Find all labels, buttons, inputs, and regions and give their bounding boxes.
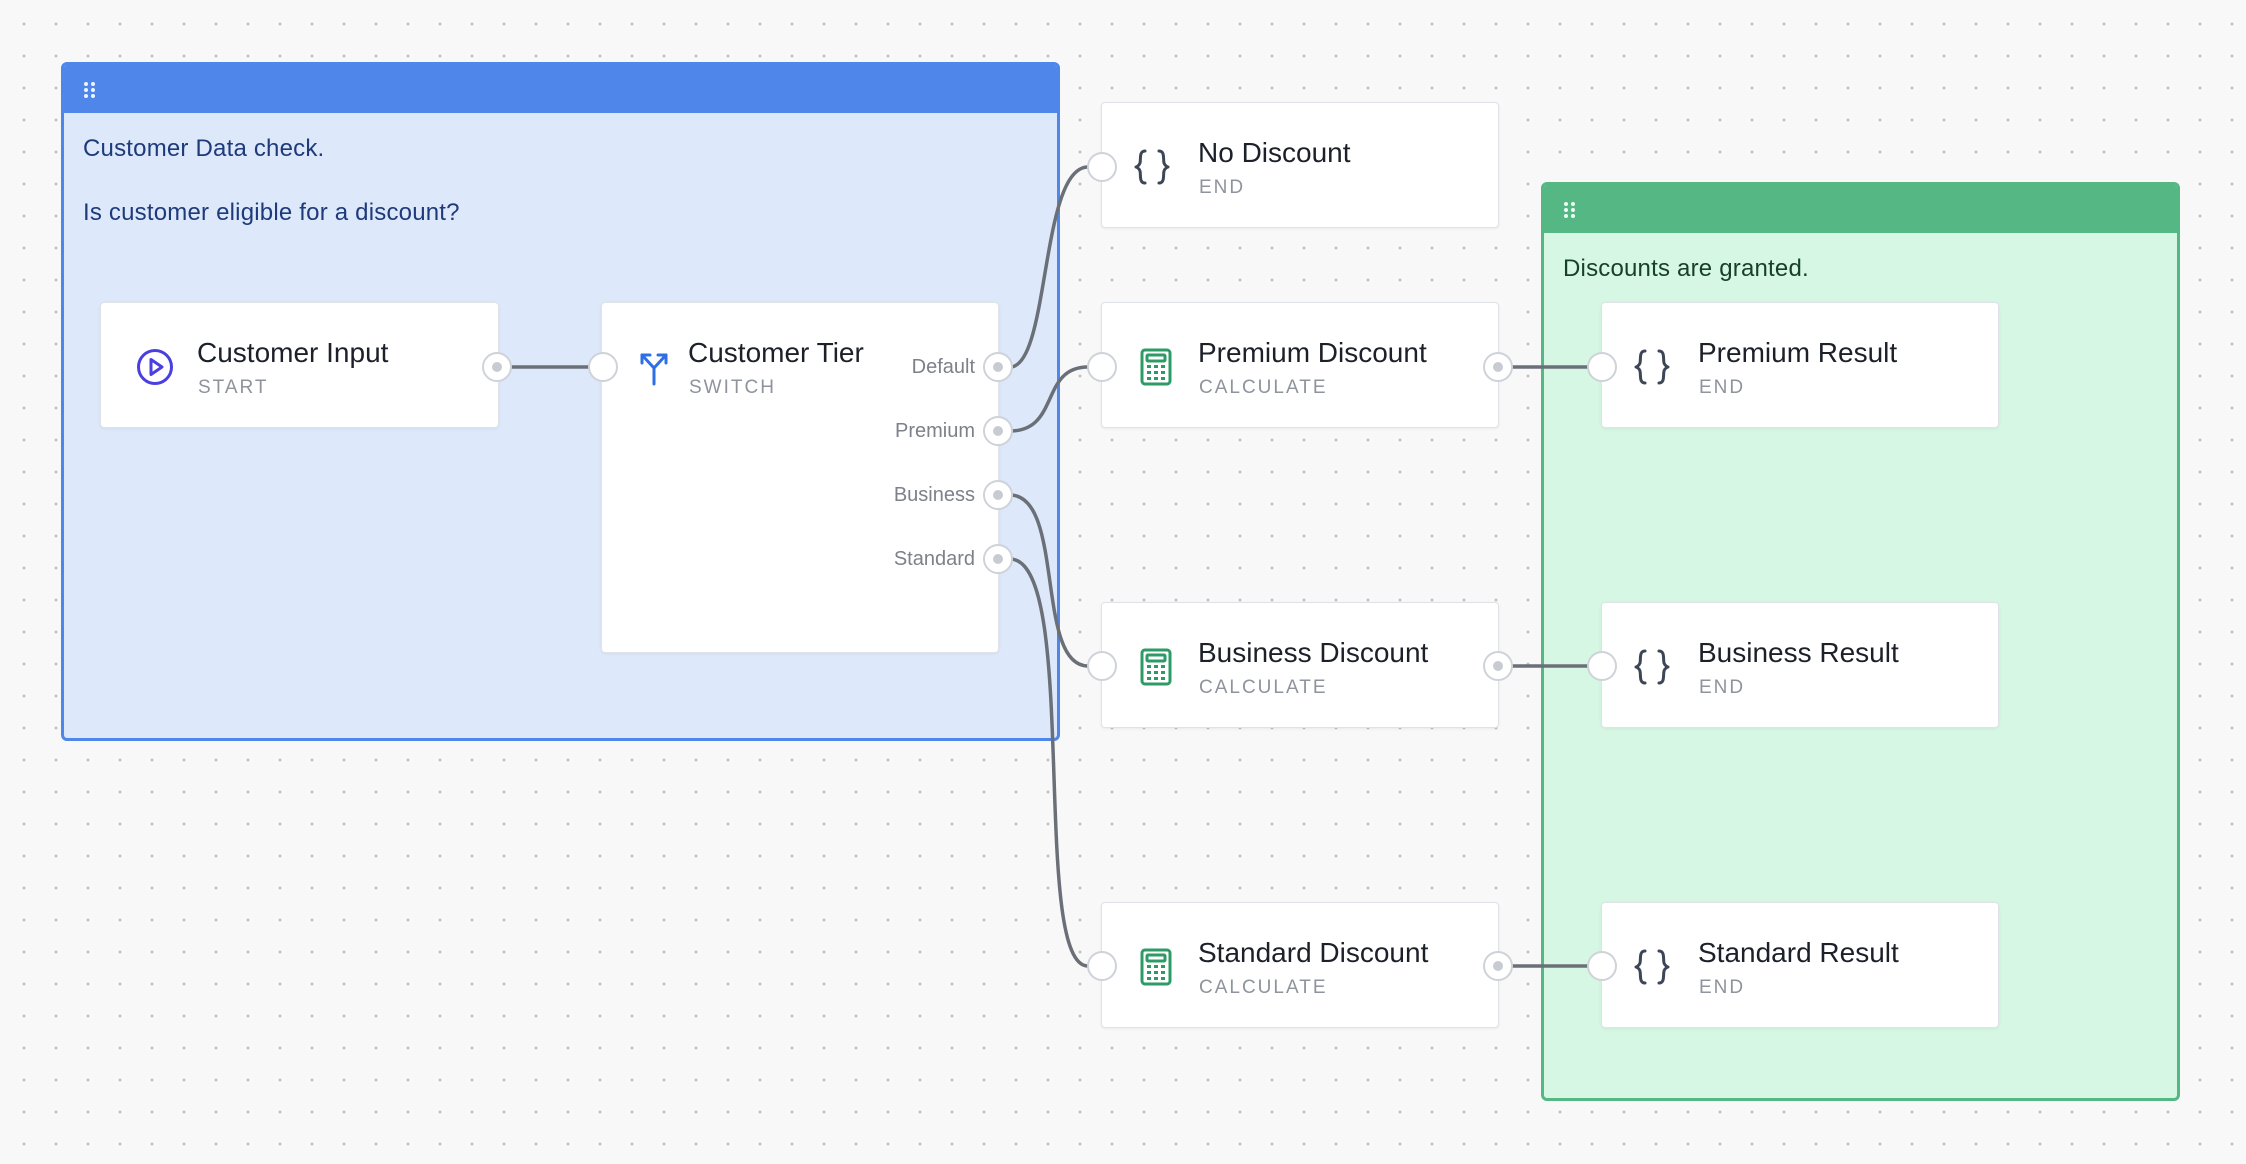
output-port-business[interactable] <box>983 480 1013 510</box>
output-port-default[interactable] <box>983 352 1013 382</box>
switch-case-standard: Standard <box>893 548 975 570</box>
node-customer-tier[interactable]: Customer Tier SWITCH Default Premium Bus… <box>601 302 999 653</box>
output-port[interactable] <box>1483 651 1513 681</box>
input-port[interactable] <box>1087 651 1117 681</box>
group-note-line: Is customer eligible for a discount? <box>83 199 460 226</box>
input-port[interactable] <box>1087 352 1117 382</box>
braces-icon <box>1634 349 1670 385</box>
node-title: No Discount <box>1198 137 1351 168</box>
input-port[interactable] <box>588 352 618 382</box>
node-standard-result[interactable]: Standard Result END <box>1601 902 1999 1028</box>
node-title: Premium Result <box>1698 337 1898 368</box>
node-title: Standard Discount <box>1198 937 1429 968</box>
node-premium-result[interactable]: Premium Result END <box>1601 302 1999 428</box>
node-business-result[interactable]: Business Result END <box>1601 602 1999 728</box>
node-business-discount[interactable]: Business Discount CALCULATE <box>1101 602 1499 728</box>
output-port-premium[interactable] <box>983 416 1013 446</box>
input-port[interactable] <box>1587 951 1617 981</box>
group-header[interactable] <box>64 65 1057 113</box>
node-type: CALCULATE <box>1199 677 1328 698</box>
switch-case-business: Business <box>893 484 975 506</box>
node-title: Business Result <box>1698 637 1899 668</box>
calculator-icon <box>1140 948 1172 986</box>
output-port[interactable] <box>1483 352 1513 382</box>
output-port[interactable] <box>482 352 512 382</box>
node-customer-input[interactable]: Customer Input START <box>100 302 499 428</box>
node-type: END <box>1199 177 1246 198</box>
split-arrows-icon <box>640 353 668 386</box>
braces-icon <box>1634 649 1670 685</box>
node-title: Business Discount <box>1198 637 1429 668</box>
node-type: SWITCH <box>689 377 776 398</box>
output-port-standard[interactable] <box>983 544 1013 574</box>
group-note-line: Discounts are granted. <box>1563 255 1809 282</box>
node-standard-discount[interactable]: Standard Discount CALCULATE <box>1101 902 1499 1028</box>
node-type: START <box>198 377 269 398</box>
node-type: END <box>1699 377 1746 398</box>
braces-icon <box>1134 149 1170 185</box>
output-port[interactable] <box>1483 951 1513 981</box>
calculator-icon <box>1140 648 1172 686</box>
play-circle-icon <box>137 349 173 385</box>
switch-case-premium: Premium <box>894 420 975 442</box>
node-type: CALCULATE <box>1199 977 1328 998</box>
group-note-line: Customer Data check. <box>83 135 325 162</box>
node-title: Premium Discount <box>1198 337 1427 368</box>
calculator-icon <box>1140 348 1172 386</box>
input-port[interactable] <box>1587 651 1617 681</box>
node-type: END <box>1699 677 1746 698</box>
node-type: END <box>1699 977 1746 998</box>
input-port[interactable] <box>1087 951 1117 981</box>
switch-case-default: Default <box>911 356 975 378</box>
node-type: CALCULATE <box>1199 377 1328 398</box>
braces-icon <box>1634 949 1670 985</box>
group-header[interactable] <box>1544 185 2177 233</box>
node-title: Customer Input <box>197 337 389 368</box>
node-premium-discount[interactable]: Premium Discount CALCULATE <box>1101 302 1499 428</box>
node-title: Customer Tier <box>688 337 864 368</box>
input-port[interactable] <box>1587 352 1617 382</box>
node-title: Standard Result <box>1698 937 1899 968</box>
input-port[interactable] <box>1087 152 1117 182</box>
drag-handle-icon[interactable] <box>1564 202 1576 218</box>
drag-handle-icon[interactable] <box>84 82 96 98</box>
node-no-discount[interactable]: No Discount END <box>1101 102 1499 228</box>
